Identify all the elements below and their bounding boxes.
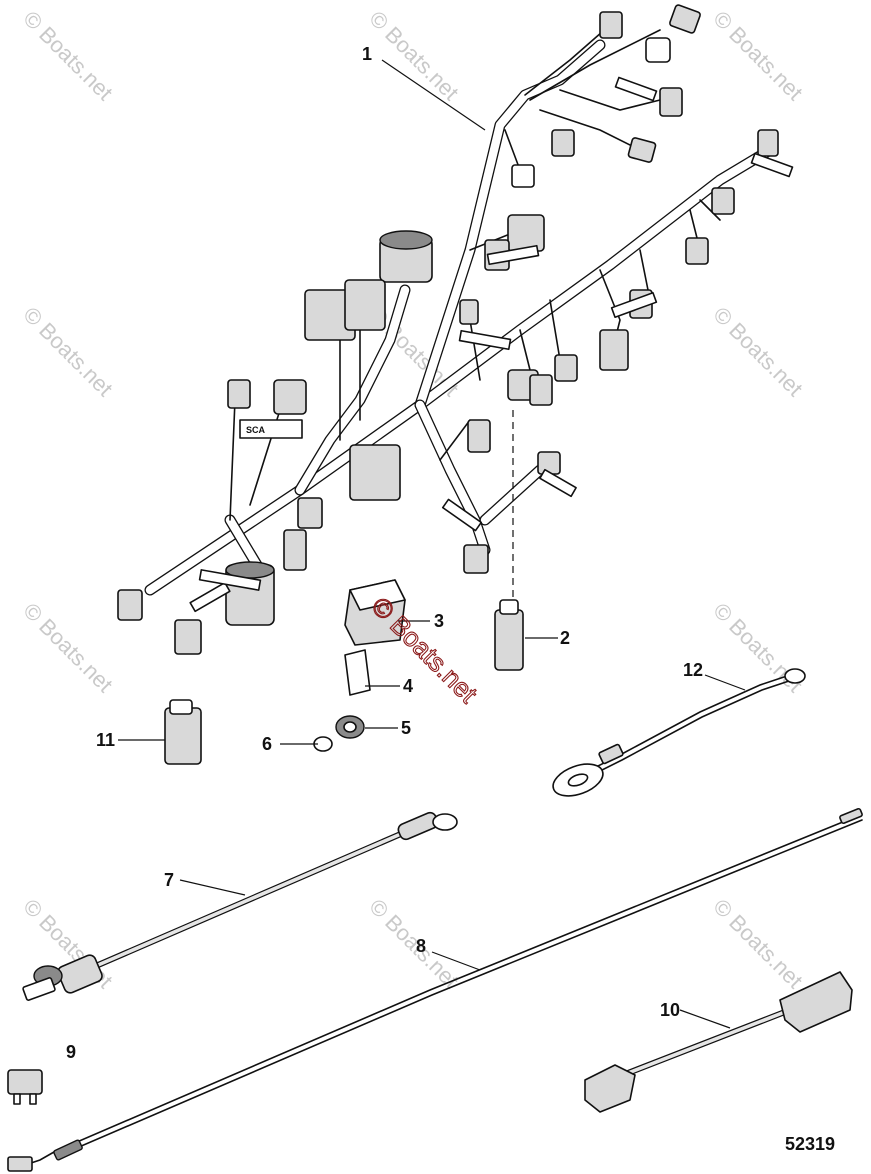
callout-4: 4 <box>403 676 413 696</box>
part-3-connector-housing <box>344 579 406 646</box>
part-8-long-lead <box>7 807 863 1172</box>
part-11-connector <box>164 699 202 765</box>
part-5-grommet <box>335 715 365 739</box>
callout-10: 10 <box>660 1000 680 1020</box>
callout-11: 11 <box>96 730 115 750</box>
part-10-adapter-harness <box>584 971 853 1113</box>
part-4-lock-clip <box>344 649 371 696</box>
watermark: © Boats.net <box>708 302 807 401</box>
callout-5: 5 <box>401 718 411 738</box>
watermark: © Boats.net <box>364 894 463 993</box>
watermark: © Boats.net <box>364 6 463 105</box>
part-9-fuse <box>7 1069 43 1105</box>
part-12-ground-lead <box>552 668 806 797</box>
watermark: © Boats.net <box>18 6 117 105</box>
watermark: © Boats.net <box>708 6 807 105</box>
engine-wiring-harness: SCA <box>117 4 794 655</box>
figure-number: 52319 <box>785 1134 835 1154</box>
watermark-layer: © Boats.net © Boats.net © Boats.net © Bo… <box>18 6 807 993</box>
callout-7: 7 <box>164 870 174 890</box>
callout-leaders <box>118 59 746 1029</box>
callout-9: 9 <box>66 1042 76 1062</box>
callout-1: 1 <box>362 44 372 64</box>
callout-8: 8 <box>416 936 426 956</box>
part-2-connector <box>494 599 524 671</box>
watermark: © Boats.net <box>708 894 807 993</box>
callout-6: 6 <box>262 734 272 754</box>
callout-3: 3 <box>434 611 444 631</box>
watermark-red: © Boats.net <box>366 591 484 709</box>
callout-labels: 1 2 3 4 5 6 7 8 9 10 11 12 <box>66 44 703 1062</box>
callout-12: 12 <box>683 660 703 680</box>
watermark: © Boats.net <box>18 598 117 697</box>
part-7-battery-cable <box>22 811 458 1001</box>
harness-tag-label: SCA <box>246 425 266 435</box>
watermark: © Boats.net <box>18 302 117 401</box>
callout-2: 2 <box>560 628 570 648</box>
